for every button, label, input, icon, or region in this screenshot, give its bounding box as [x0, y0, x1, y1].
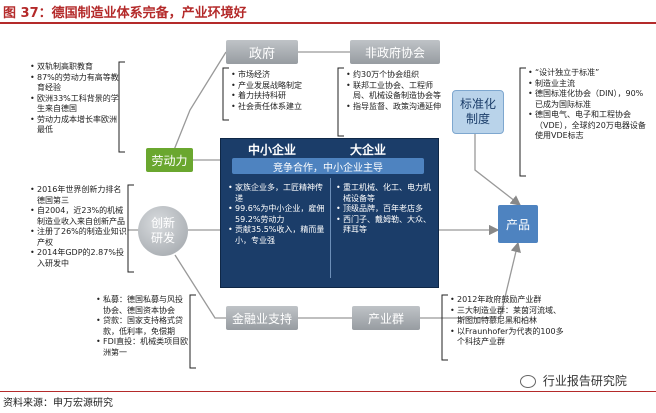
bracket-finance [189, 294, 196, 369]
ngo-notes: 约30万个协会组织 联邦工业协会、工程师局、机械设备制造协会等 指导监督、政策沟… [346, 70, 442, 112]
government-note: 着力扶持科研 [231, 91, 337, 102]
standard-note: 德国电气、电子和工程协会（VDE），全球约20万电器设备使用VDE标志 [528, 110, 650, 142]
ngo-box: 非政府协会 [350, 40, 440, 64]
large-point: 顶级品牌，百年老店多 [336, 204, 432, 215]
ngo-note: 约30万个协会组织 [346, 70, 442, 81]
cluster-note: 三大制造业群：莱茵河流域、斯图加特慕尼黑和柏林 [450, 306, 568, 327]
cluster-notes: 2012年政府鼓励产业群 三大制造业群：莱茵河流域、斯图加特慕尼黑和柏林 以Fr… [450, 295, 568, 348]
industry-cluster-box: 产业群 [352, 306, 420, 330]
wechat-icon [520, 375, 536, 388]
sme-points: 家族企业多，工匠精神传递 99.6%为中小企业，雇佣59.2%劳动力 贡献35.… [228, 183, 326, 246]
watermark-text: 行业报告研究院 [542, 374, 627, 388]
sme-title: 中小企业 [248, 143, 297, 157]
sme-point: 99.6%为中小企业，雇佣59.2%劳动力 [228, 204, 326, 225]
government-note: 产业发展战略制定 [231, 81, 337, 92]
innovation-note: 2016年世界创新力排名德国第三 [30, 185, 128, 206]
large-point: 西门子、戴姆勒、大众、拜耳等 [336, 215, 432, 236]
sme-point: 家族企业多，工匠精神传递 [228, 183, 326, 204]
labor-note: 劳动力成本增长率欧洲最低 [30, 115, 120, 136]
bracket-government [222, 67, 229, 121]
standard-notes: “设计独立于标准” 制造业主流 德国标准化协会（DIN），90%已成为国际标准 … [528, 68, 650, 142]
watermark: 行业报告研究院 [520, 372, 627, 389]
innovation-notes: 2016年世界创新力排名德国第三 自2004，近23%的机械制造业收入来自创新产… [30, 185, 128, 269]
ngo-note: 联邦工业协会、工程师局、机械设备制造协会等 [346, 81, 442, 102]
labor-note: 欧洲33%工科背景的学生来自德国 [30, 94, 120, 115]
footer-rule [0, 391, 656, 392]
bracket-innovation [127, 184, 134, 273]
line-finance-branch [174, 254, 226, 319]
standard-note: 制造业主流 [528, 79, 650, 90]
innovation-note: 自2004，近23%的机械制造业收入来自创新产品 [30, 206, 128, 227]
innovation-note: 2014年GDP的2.87%投入研发中 [30, 248, 128, 269]
labor-notes: 双轨制高职教育 87%的劳动力有高等教育经验 欧洲33%工科背景的学生来自德国 … [30, 62, 120, 136]
bracket-standard [519, 67, 526, 177]
labor-note: 双轨制高职教育 [30, 62, 120, 73]
government-box: 政府 [226, 40, 298, 64]
standard-note: 德国标准化协会（DIN），90%已成为国际标准 [528, 89, 650, 110]
finance-note: FDI直投：机械类项目欧洲第一 [96, 337, 190, 358]
finance-note: 私募：德国私募与风投协会、德国资本协会 [96, 295, 190, 316]
finance-notes: 私募：德国私募与风投协会、德国资本协会 贷款：国家支持格式贷款，低利率，免偿期 … [96, 295, 190, 358]
standard-note: “设计独立于标准” [528, 68, 650, 79]
cluster-note: 2012年政府鼓励产业群 [450, 295, 568, 306]
bracket-ngo [337, 67, 344, 137]
competition-banner: 竞争合作，中小企业主导 [232, 158, 424, 174]
innovation-circle: 创新 研发 [138, 206, 188, 256]
labor-box: 劳动力 [146, 148, 193, 172]
government-note: 市场经济 [231, 70, 337, 81]
figure-title: 图 37：德国制造业体系完备，产业环境好 [3, 6, 247, 21]
cluster-note: 以Fraunhofer为代表的100多个科技产业群 [450, 327, 568, 348]
panel-divider [330, 178, 331, 278]
sme-point: 贡献35.5%收入，精而量小，专业强 [228, 225, 326, 246]
standardization-box: 标准化 制度 [452, 90, 504, 134]
product-box: 产品 [498, 205, 538, 243]
line-gov-branch [169, 51, 227, 161]
government-note: 社会责任体系建立 [231, 102, 337, 113]
labor-note: 87%的劳动力有高等教育经验 [30, 73, 120, 94]
finance-note: 贷款：国家支持格式贷款，低利率，免偿期 [96, 316, 190, 337]
large-enterprise-points: 重工机械、化工、电力机械设备等 顶级品牌，百年老店多 西门子、戴姆勒、大众、拜耳… [336, 183, 432, 236]
figure-header: 图 37：德国制造业体系完备，产业环境好 [0, 0, 656, 24]
finance-box: 金融业支持 [226, 306, 298, 330]
large-point: 重工机械、化工、电力机械设备等 [336, 183, 432, 204]
large-enterprise-title: 大企业 [350, 143, 387, 157]
government-notes: 市场经济 产业发展战略制定 着力扶持科研 社会责任体系建立 [231, 70, 337, 112]
bracket-cluster [441, 294, 448, 361]
ngo-note: 指导监督、政策沟通延伸 [346, 102, 442, 113]
innovation-note: 注册了26%的制造业知识产权 [30, 227, 128, 248]
source-note: 资料来源：申万宏源研究 [3, 398, 113, 409]
line-std-product [474, 134, 522, 206]
